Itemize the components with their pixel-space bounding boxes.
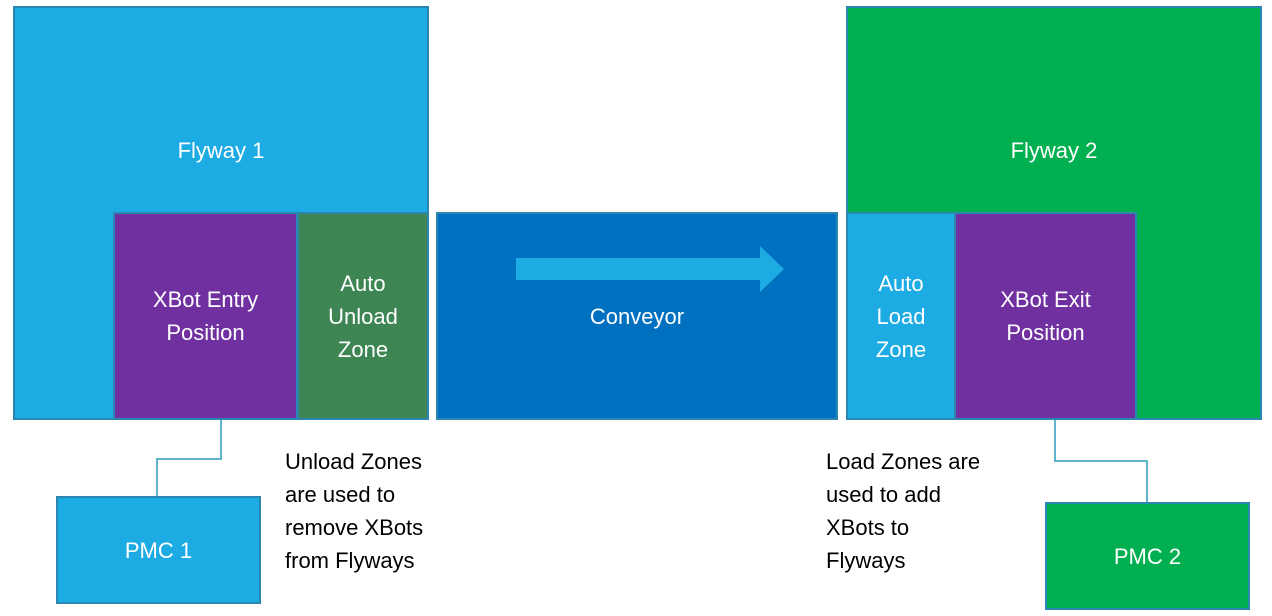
pmc-1-box: PMC 1 (56, 496, 261, 604)
pmc-2-label: PMC 2 (1113, 543, 1182, 569)
xbot-entry-position-label: XBot Entry Position (152, 287, 259, 345)
right-arrow-icon (516, 246, 784, 292)
pmc-2-box: PMC 2 (1045, 502, 1250, 610)
pmc-2-connector (1054, 420, 1148, 502)
auto-unload-zone-label: Auto Unload Zone (328, 270, 398, 362)
pmc-1-label: PMC 1 (124, 537, 193, 563)
auto-load-zone-box: Auto Load Zone (846, 212, 956, 420)
auto-unload-zone-box: Auto Unload Zone (297, 212, 429, 420)
flyway-1-label: Flyway 1 (177, 138, 265, 163)
xbot-exit-position-label: XBot Exit Position (1000, 287, 1091, 345)
xbot-exit-position-box: XBot Exit Position (954, 212, 1137, 420)
flyway-2-label: Flyway 2 (1010, 138, 1098, 163)
xbot-entry-position-box: XBot Entry Position (113, 212, 298, 420)
load-zones-note: Load Zones are used to add XBots to Flyw… (826, 449, 981, 573)
conveyor-box: Conveyor (436, 212, 838, 420)
unload-zones-note: Unload Zones are used to remove XBots fr… (285, 449, 424, 573)
auto-load-zone-label: Auto Load Zone (875, 270, 927, 362)
conveyor-label: Conveyor (589, 303, 685, 329)
pmc-1-connector (156, 420, 222, 496)
